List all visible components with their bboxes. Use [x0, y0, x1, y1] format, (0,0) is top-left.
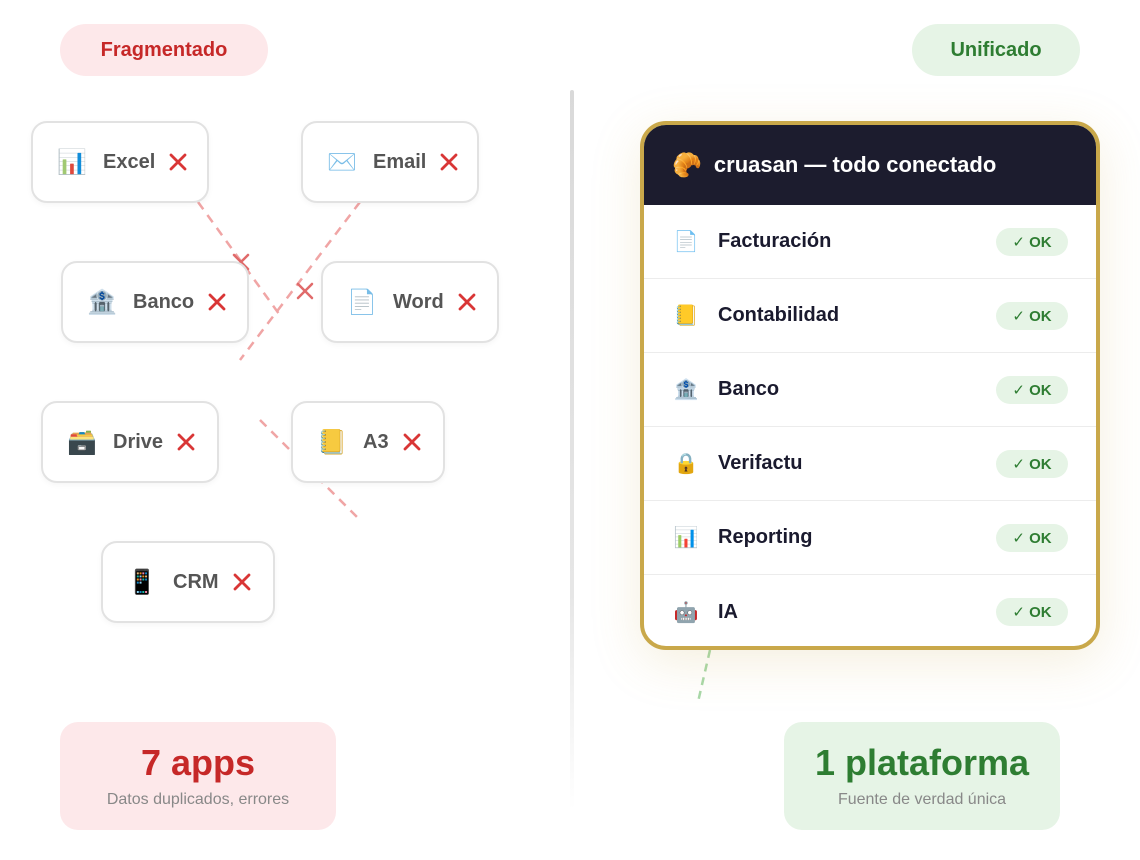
broken-link-x-icon — [296, 282, 314, 300]
stat-value: 7 apps — [140, 742, 256, 784]
app-card-crm: 📱 CRM — [101, 541, 275, 623]
app-label: Banco — [133, 290, 195, 313]
phone-icon: 📱 — [127, 568, 157, 596]
app-label: A3 — [363, 430, 389, 453]
app-card-word: 📄 Word — [321, 261, 499, 343]
app-card-banco: 🏦 Banco — [61, 261, 249, 343]
broken-link-line — [239, 201, 361, 361]
module-row-banco: 🏦 Banco ✓ OK — [644, 353, 1096, 427]
croissant-icon: 🥐 — [672, 151, 702, 179]
app-card-email: ✉️ Email — [301, 121, 479, 203]
error-x-icon — [208, 293, 226, 311]
error-x-icon — [403, 433, 420, 451]
divider — [570, 90, 574, 810]
module-label: Reporting — [718, 526, 813, 548]
status-badge: ✓ OK — [996, 375, 1068, 404]
document-icon: 📄 — [673, 231, 699, 253]
module-row-contabilidad: 📒 Contabilidad ✓ OK — [644, 279, 1096, 353]
module-row-ia: 🤖 IA ✓ OK — [644, 575, 1096, 646]
bar-chart-icon: 📊 — [57, 148, 87, 176]
stat-value: 1 plataforma — [814, 742, 1030, 784]
bank-icon: 🏦 — [673, 379, 699, 401]
unified-label: Unificado — [912, 24, 1080, 76]
error-x-icon — [458, 293, 476, 311]
bank-icon: 🏦 — [87, 288, 117, 316]
module-label: Verifactu — [718, 452, 803, 474]
app-card-drive: 🗃️ Drive — [41, 401, 219, 483]
status-badge: ✓ OK — [996, 449, 1068, 478]
file-box-icon: 🗃️ — [67, 428, 97, 456]
app-label: CRM — [173, 570, 219, 593]
ledger-icon: 📒 — [317, 428, 347, 456]
platform-panel: 🥐 cruasan — todo conectado 📄 Facturación… — [640, 121, 1100, 650]
app-label: Drive — [113, 430, 164, 453]
error-x-icon — [177, 433, 195, 451]
app-card-a3: 📒 A3 — [291, 401, 445, 483]
error-x-icon — [169, 153, 187, 171]
module-row-reporting: 📊 Reporting ✓ OK — [644, 501, 1096, 575]
module-label: Banco — [718, 378, 780, 400]
module-label: IA — [718, 600, 738, 623]
document-icon: 📄 — [347, 288, 377, 316]
fragmented-label: Fragmentado — [60, 24, 268, 76]
error-x-icon — [233, 573, 250, 591]
error-x-icon — [440, 153, 458, 171]
module-label: Contabilidad — [718, 304, 840, 326]
lock-icon: 🔒 — [673, 453, 699, 475]
module-row-verifactu: 🔒 Verifactu ✓ OK — [644, 427, 1096, 501]
ledger-icon: 📒 — [673, 305, 699, 327]
bar-chart-icon: 📊 — [673, 527, 699, 549]
envelope-icon: ✉️ — [327, 148, 357, 176]
platform-connector-line — [696, 649, 712, 703]
status-badge: ✓ OK — [996, 598, 1068, 626]
status-badge: ✓ OK — [996, 523, 1068, 552]
unified-stat: 1 plataforma Fuente de verdad única — [784, 722, 1060, 830]
fragmented-stat: 7 apps Datos duplicados, errores — [60, 722, 336, 830]
robot-icon: 🤖 — [673, 601, 699, 624]
app-label: Word — [393, 290, 444, 313]
app-label: Excel — [103, 150, 156, 173]
platform-header: 🥐 cruasan — todo conectado — [644, 125, 1096, 205]
stat-caption: Datos duplicados, errores — [106, 790, 290, 808]
platform-title: cruasan — todo conectado — [713, 152, 997, 177]
app-label: Email — [373, 150, 427, 173]
app-card-excel: 📊 Excel — [31, 121, 209, 203]
stat-caption: Fuente de verdad única — [837, 790, 1007, 808]
status-badge: ✓ OK — [996, 227, 1068, 256]
status-badge: ✓ OK — [996, 301, 1068, 330]
module-row-facturacion: 📄 Facturación ✓ OK — [644, 205, 1096, 279]
module-label: Facturación — [718, 230, 832, 252]
